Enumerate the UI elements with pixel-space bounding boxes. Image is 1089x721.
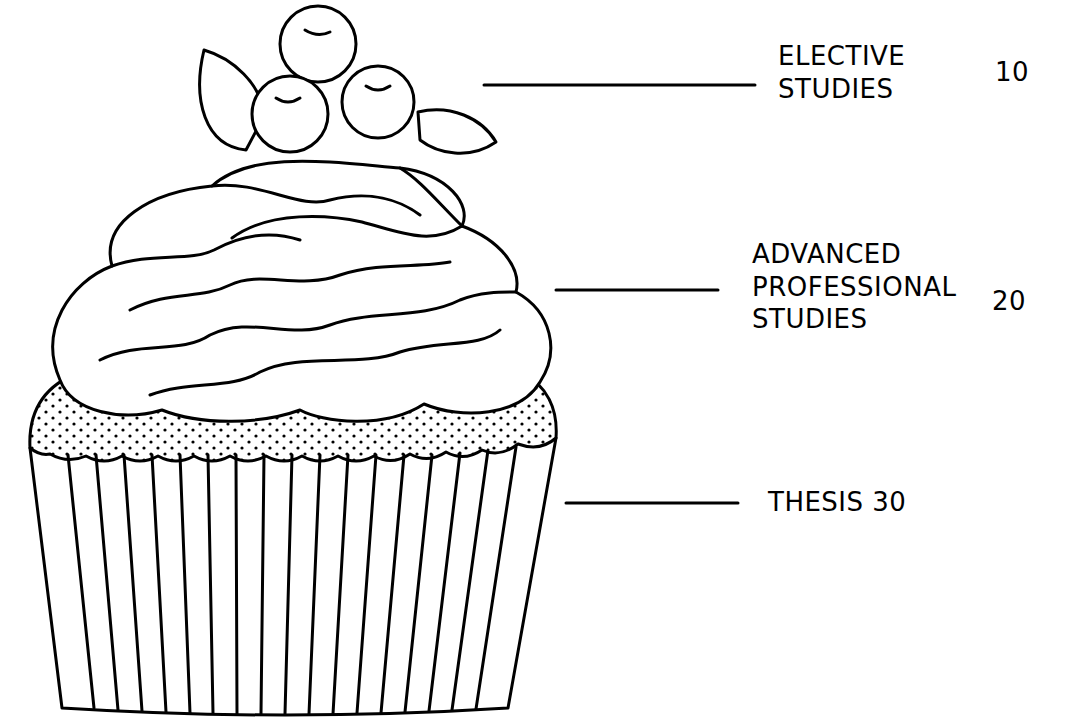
cupcake-frosting [400,168,462,226]
cupcake-frosting [212,185,420,215]
part-label: ELECTIVE STUDIES [778,40,953,105]
cupcake-wrapper [381,455,404,713]
cupcake-wrapper [96,455,118,710]
cupcake-wrapper [333,455,348,714]
cupcake-wrapper [236,455,237,714]
cupcake-berries [366,86,390,90]
cupcake-wrapper [476,447,516,709]
cupcake-wrapper [30,438,556,715]
cupcake-frosting [130,262,450,310]
cupcake-frosting [100,292,516,360]
cupcake-wrapper [152,455,166,712]
cupcake-berries [252,6,414,152]
cupcake-frosting [112,235,300,266]
leader-line [484,85,755,503]
cupcake-wrapper [180,455,190,713]
cupcake-wrapper [30,438,556,715]
leader-line [484,84,755,87]
cupcake-leaves [418,110,496,153]
cupcake-wrapper [124,455,142,711]
cupcake-berries [276,98,300,102]
cupcake-wrapper [261,455,264,714]
cupcake-frosting [53,161,551,421]
cupcake-frosting [232,217,462,238]
cupcake-berries [342,66,414,138]
leader-line [556,289,718,292]
value-number: 10 [995,56,1029,89]
part-label: THESIS 30 [768,486,906,519]
cupcake-wrapper [357,455,376,713]
cupcake-wrapper [429,453,460,711]
leader-line [566,502,738,505]
cupcake-berries [305,30,330,35]
cupcake-wrapper [309,455,320,714]
cupcake-wrapper [285,455,292,714]
cupcake-frosting [53,161,551,421]
cupcake-berries [252,76,328,152]
cupcake-wrapper [208,455,213,713]
part-label: ADVANCED PROFESSIONAL STUDIES [752,238,977,336]
value-number: 20 [992,285,1026,318]
cupcake-berries [280,6,356,82]
cupcake-frosting [150,330,500,395]
cupcake-wrapper [405,455,432,712]
cupcake-wrapper [68,455,94,708]
